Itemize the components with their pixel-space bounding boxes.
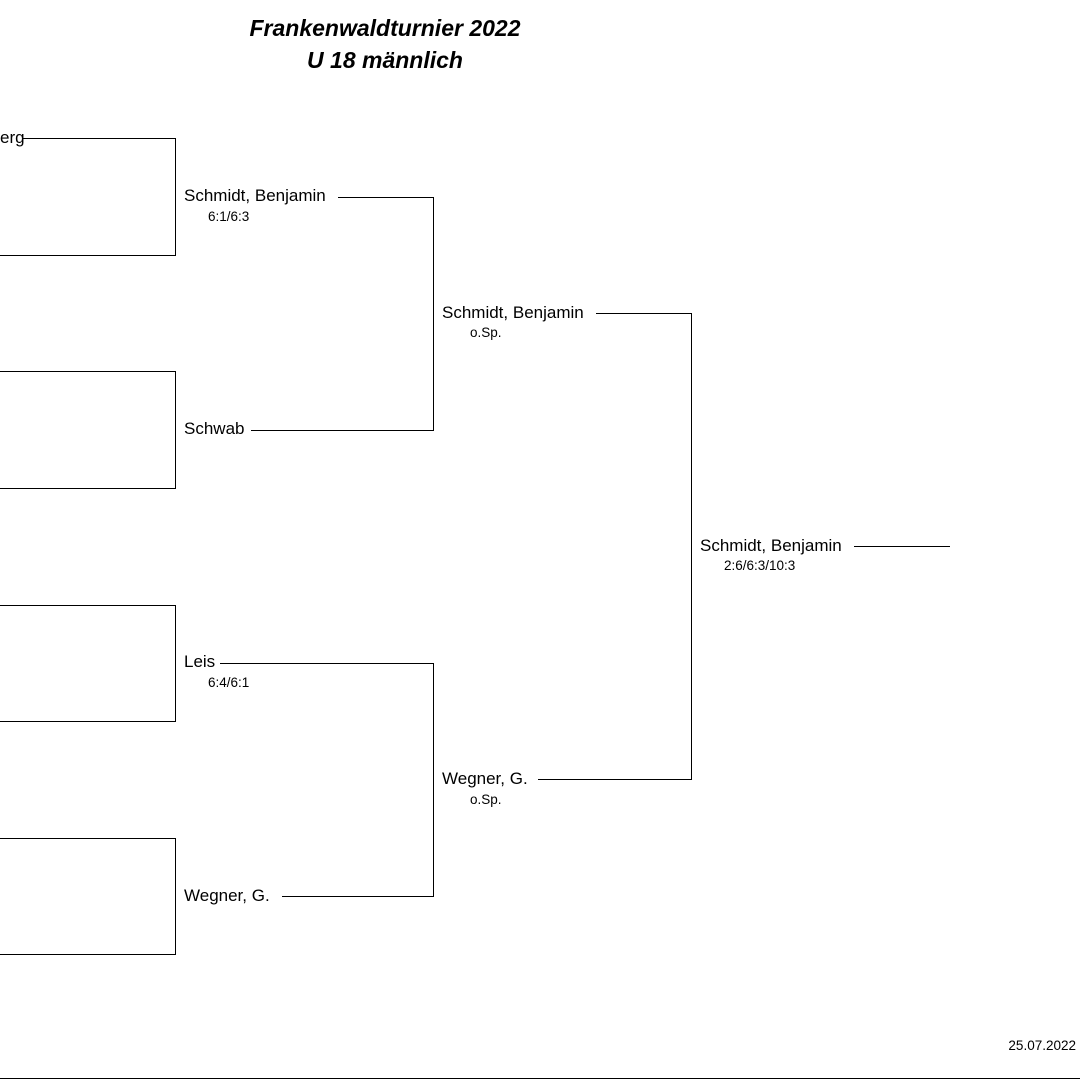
round2-player-1: Schmidt, Benjamin: [184, 186, 326, 205]
round2-player-4: Wegner, G.: [184, 886, 270, 905]
bottom-rule: [0, 1078, 1080, 1079]
semifinal-score-2: o.Sp.: [470, 792, 502, 807]
round2-score-1: 6:1/6:3: [208, 209, 250, 224]
tournament-category: U 18 männlich: [307, 47, 463, 73]
bracket-r2-1: [251, 197, 434, 431]
print-date: 25.07.2022: [1008, 1038, 1076, 1053]
round2-player-2: Schwab: [184, 419, 245, 438]
bracket-r1-4: [0, 838, 176, 955]
round1-player-partial: erg: [0, 128, 25, 147]
bracket-r1-3: [0, 605, 176, 722]
round2-player-3: Leis: [184, 652, 216, 671]
semifinal-player-1: Schmidt, Benjamin: [442, 303, 584, 322]
tournament-title: Frankenwaldturnier 2022: [249, 15, 521, 41]
bracket-sf: [538, 313, 692, 780]
final-winner: Schmidt, Benjamin: [700, 536, 842, 555]
round2-score-3: 6:4/6:1: [208, 675, 250, 690]
bracket-r2-2: [220, 663, 434, 897]
final-score: 2:6/6:3/10:3: [724, 558, 796, 573]
bracket-r1-2: [0, 371, 176, 489]
bracket-r1-1: [0, 138, 176, 256]
semifinal-score-1: o.Sp.: [470, 325, 502, 340]
semifinal-player-2: Wegner, G.: [442, 769, 528, 788]
